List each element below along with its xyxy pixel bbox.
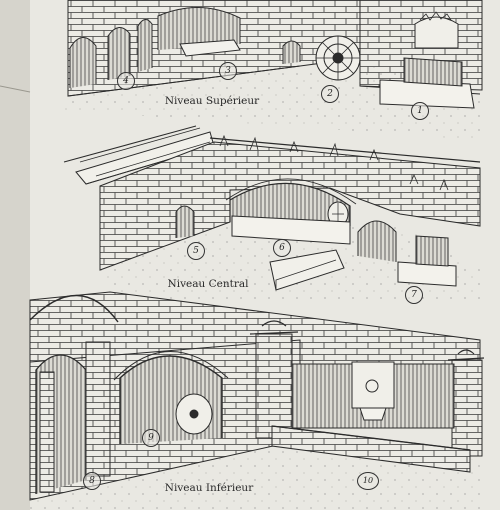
- page-fold-line: [0, 85, 31, 93]
- level-label-central: Niveau Central: [167, 278, 249, 290]
- marker-3: 3: [219, 62, 237, 80]
- marker-1: 1: [411, 102, 429, 120]
- marker-8: 8: [83, 472, 101, 490]
- lower-level-scene: [29, 291, 485, 510]
- marker-6: 6: [273, 239, 291, 257]
- page-edge-shadow: [0, 0, 30, 510]
- marker-10: 10: [357, 472, 379, 490]
- marker-9: 9: [142, 429, 160, 447]
- level-label-lower: Niveau Inférieur: [164, 482, 254, 494]
- marker-7: 7: [405, 286, 423, 304]
- central-level-scene: [63, 125, 481, 300]
- upper-level-scene: [60, 0, 483, 140]
- marker-4: 4: [117, 72, 135, 90]
- marker-5: 5: [187, 242, 205, 260]
- level-label-upper: Niveau Supérieur: [164, 95, 260, 107]
- marker-2: 2: [321, 85, 339, 103]
